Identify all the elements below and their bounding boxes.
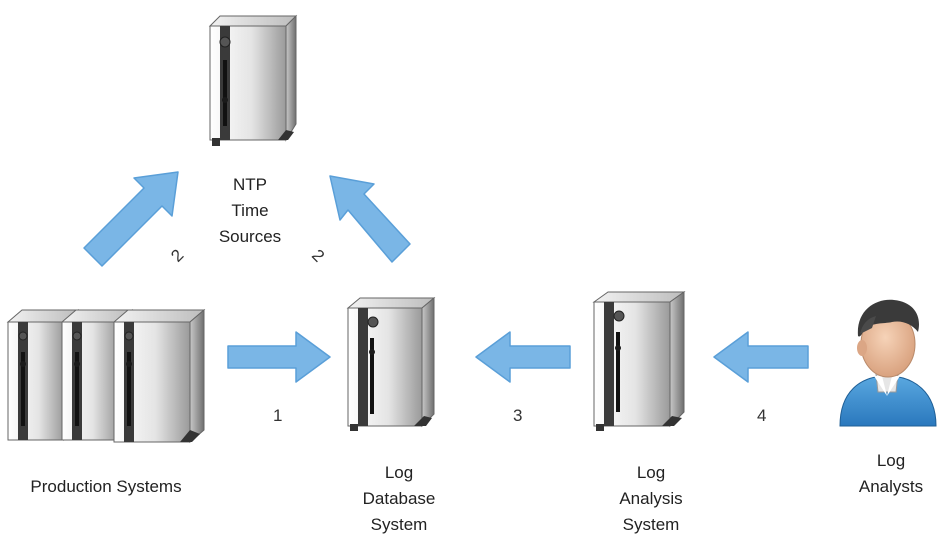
step-label-production-to-database: 1 <box>273 406 283 425</box>
production-label-line-1: Production Systems <box>30 477 182 496</box>
log-analysis-label: Log Analysis System <box>606 460 696 538</box>
arrow-production-to-ntp <box>80 164 190 274</box>
log-analysis-label-line-3: System <box>622 515 680 534</box>
analysts-label: Log Analysts <box>846 448 936 500</box>
analysts-label-line-1: Log <box>876 451 906 470</box>
arrow-analysts-to-analysis <box>712 330 810 384</box>
production-server-3-icon <box>112 308 206 444</box>
ntp-label-line-1: NTP <box>233 175 267 194</box>
production-label: Production Systems <box>0 474 212 500</box>
log-analysis-label-line-2: Analysis <box>619 489 683 508</box>
arrow-production-to-database <box>226 330 334 384</box>
log-database-label: Log Database System <box>354 460 444 538</box>
step-label-analysts-to-analysis: 4 <box>757 406 767 425</box>
log-database-label-line-2: Database <box>362 489 436 508</box>
arrow-analysis-to-database <box>474 330 572 384</box>
log-database-label-line-3: System <box>370 515 428 534</box>
analysts-label-line-2: Analysts <box>858 477 924 496</box>
analyst-person-icon <box>832 292 942 428</box>
step-label-analysis-to-database: 3 <box>513 406 523 425</box>
log-database-label-line-1: Log <box>384 463 414 482</box>
ntp-label: NTP Time Sources <box>200 172 300 250</box>
ntp-label-line-3: Sources <box>218 227 282 246</box>
log-database-server-icon <box>342 294 442 434</box>
arrow-database-to-ntp <box>326 170 416 270</box>
log-analysis-label-line-1: Log <box>636 463 666 482</box>
ntp-server-icon <box>198 12 298 150</box>
ntp-label-line-2: Time <box>231 201 269 220</box>
production-servers-icon <box>4 302 210 446</box>
log-analysis-server-icon <box>590 288 690 434</box>
